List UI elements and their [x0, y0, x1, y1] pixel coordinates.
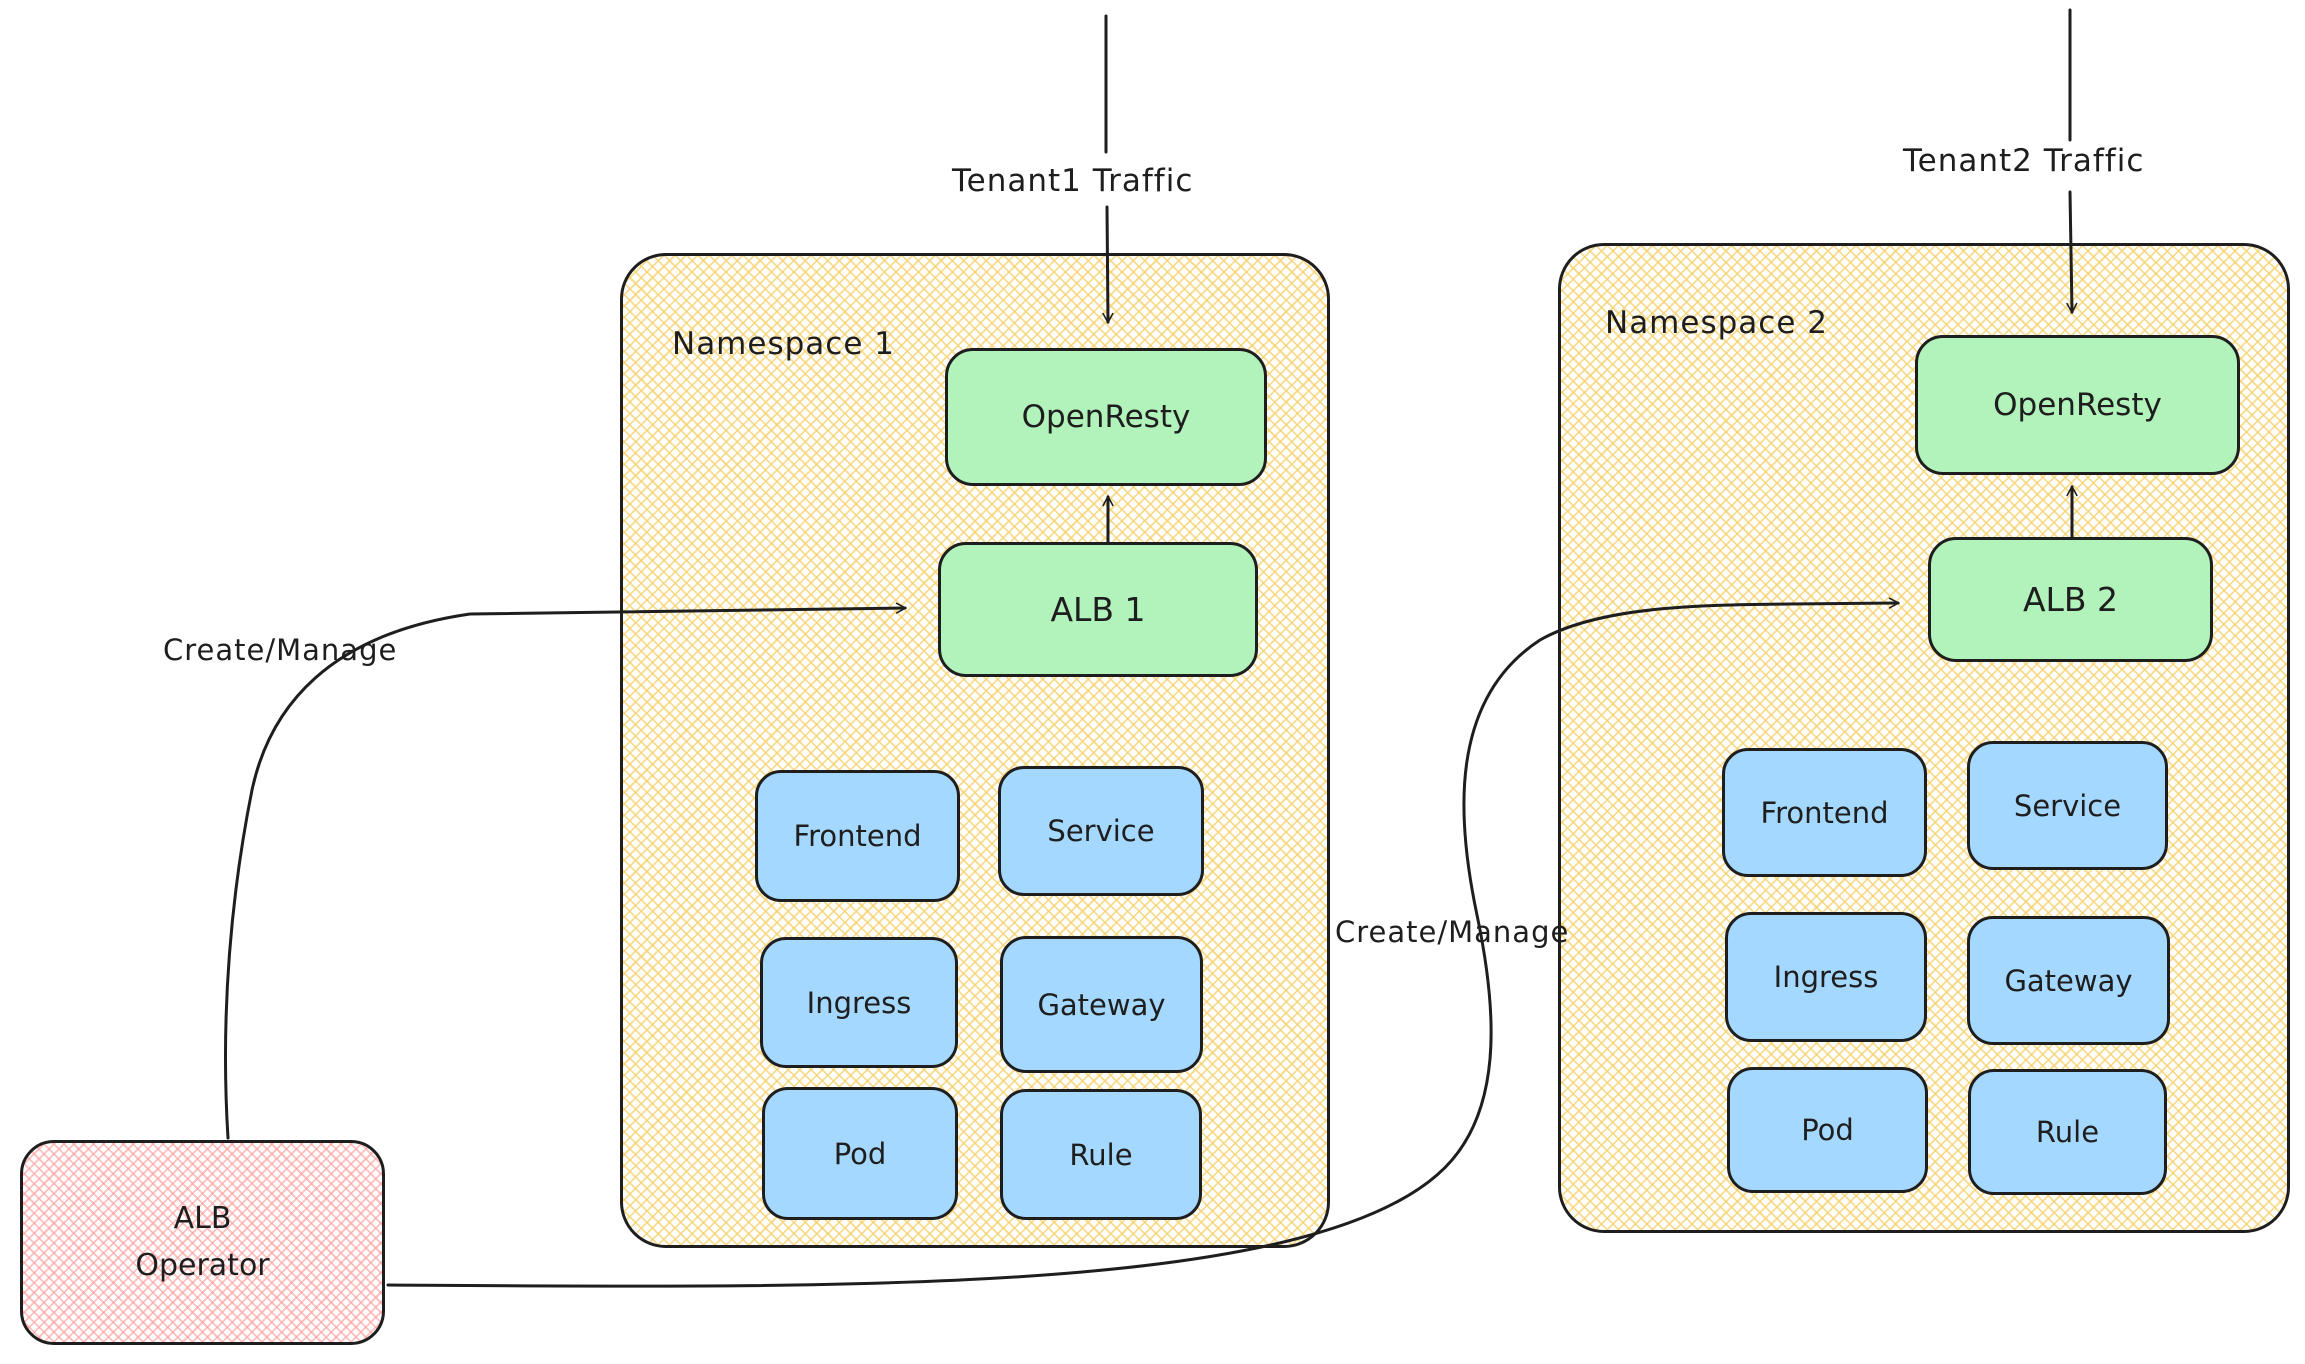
namespace-1-openresty-label: OpenResty: [1021, 399, 1191, 435]
create-manage-label-left: Create/Manage: [163, 633, 398, 667]
namespace-2-resource-rule: Rule: [1968, 1069, 2167, 1195]
namespace-1-title: Namespace 1: [672, 326, 895, 362]
namespace-1-resource-pod: Pod: [762, 1087, 958, 1220]
namespace-1-alb-node: ALB 1: [938, 542, 1258, 677]
namespace-2-alb-label: ALB 2: [2022, 580, 2119, 619]
resource-label: Service: [2013, 788, 2122, 823]
namespace-2-resource-service: Service: [1967, 741, 2168, 870]
resource-label: Frontend: [793, 819, 922, 853]
create-manage-label-right: Create/Manage: [1335, 915, 1570, 949]
tenant1-traffic-label: Tenant1 Traffic: [952, 163, 1194, 199]
resource-label: Gateway: [1037, 987, 1166, 1022]
resource-label: Ingress: [1773, 960, 1879, 994]
namespace-1-resource-gateway: Gateway: [1000, 936, 1203, 1073]
namespace-1-alb-label: ALB 1: [1050, 590, 1146, 629]
namespace-2-title: Namespace 2: [1605, 305, 1828, 341]
resource-label: Rule: [1069, 1137, 1133, 1172]
namespace-2-alb-node: ALB 2: [1928, 537, 2213, 662]
namespace-2-resource-gateway: Gateway: [1967, 916, 2170, 1045]
alb-operator-node: ALB Operator: [20, 1140, 385, 1345]
namespace-1-resource-service: Service: [998, 766, 1204, 896]
namespace-2-resource-pod: Pod: [1727, 1067, 1928, 1193]
namespace-2-resource-frontend: Frontend: [1722, 748, 1927, 877]
resource-label: Frontend: [1760, 795, 1889, 830]
resource-label: Pod: [833, 1136, 887, 1171]
alb-operator-label-line1: ALB: [173, 1201, 232, 1236]
resource-label: Gateway: [2004, 963, 2133, 998]
tenant2-traffic-label: Tenant2 Traffic: [1903, 143, 2145, 179]
resource-label: Service: [1047, 814, 1155, 848]
namespace-1-resource-rule: Rule: [1000, 1089, 1202, 1220]
alb-operator-label-line2: Operator: [135, 1247, 270, 1283]
namespace-2-resource-ingress: Ingress: [1725, 912, 1927, 1042]
namespace-1-openresty-node: OpenResty: [945, 348, 1267, 486]
resource-label: Rule: [2035, 1115, 2100, 1149]
namespace-1-resource-frontend: Frontend: [755, 770, 960, 902]
namespace-2-openresty-label: OpenResty: [1993, 387, 2162, 423]
resource-label: Pod: [1801, 1113, 1854, 1147]
namespace-1-resource-ingress: Ingress: [760, 937, 958, 1068]
namespace-2-openresty-node: OpenResty: [1915, 335, 2240, 475]
resource-label: Ingress: [806, 985, 912, 1020]
